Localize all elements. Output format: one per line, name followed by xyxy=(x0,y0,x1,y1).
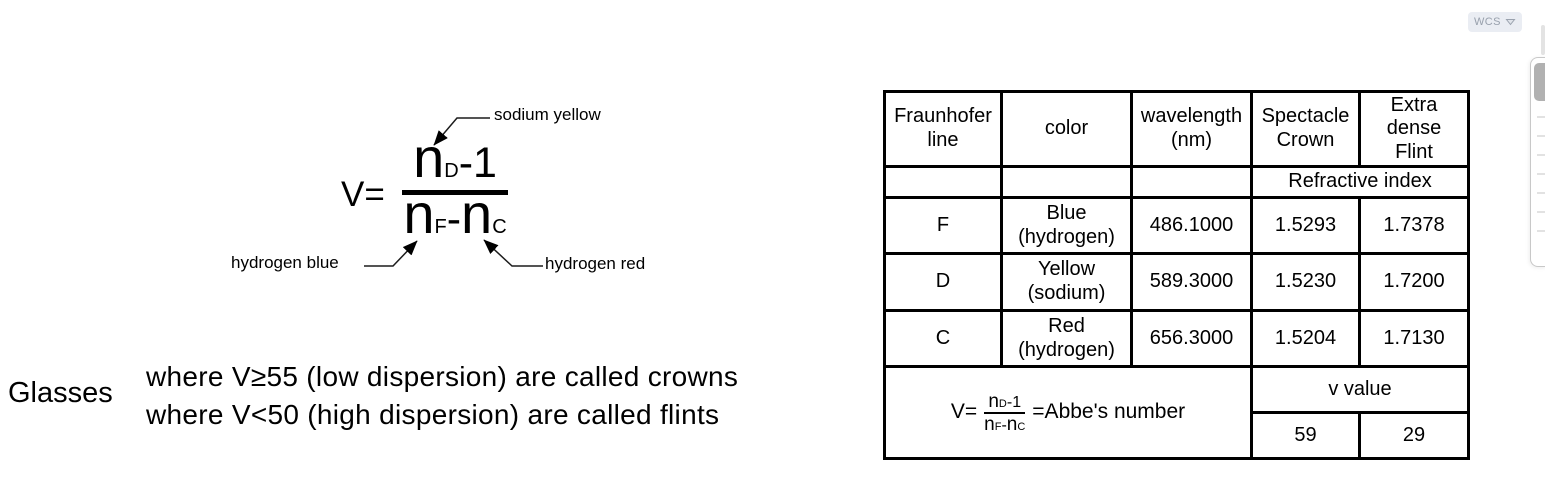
side-toolbar[interactable] xyxy=(1530,57,1545,267)
minus-sign: - xyxy=(446,195,462,243)
subscript-d: D xyxy=(998,397,1007,410)
toolbar-button-fragment xyxy=(1537,173,1545,175)
abbe-v-equals: V= xyxy=(950,400,978,424)
chevron-down-icon xyxy=(1505,19,1516,26)
col-header-spectacle-crown: Spectacle Crown xyxy=(1250,90,1361,168)
empty-cell xyxy=(883,165,1003,199)
refractive-index-row: Refractive index xyxy=(883,165,1470,199)
minus-sign: - xyxy=(1001,416,1007,434)
cell-line: F xyxy=(883,196,1003,255)
refractive-index-header: Refractive index xyxy=(1250,165,1470,199)
n-symbol: n xyxy=(403,182,435,245)
formula-fraction: n D -1 n F - n C xyxy=(402,130,508,242)
col-header-color: color xyxy=(1000,90,1133,168)
cell-crown-index: 1.5293 xyxy=(1250,196,1361,255)
table-row-f: F Blue (hydrogen) 486.1000 1.5293 1.7378 xyxy=(883,196,1470,255)
abbe-numerator: n D -1 xyxy=(988,392,1021,411)
n-symbol: n xyxy=(984,413,995,435)
empty-cell xyxy=(1000,165,1133,199)
dispersion-rule-flints: where V<50 (high dispersion) are called … xyxy=(146,399,720,430)
cell-crown-index: 1.5230 xyxy=(1250,252,1361,312)
cell-crown-index: 1.5204 xyxy=(1250,309,1361,368)
n-symbol: n xyxy=(988,390,999,412)
cell-line: D xyxy=(883,252,1003,312)
wcs-label: WCS xyxy=(1474,16,1501,28)
cell-line: C xyxy=(883,309,1003,368)
v-value-row: 59 29 xyxy=(885,411,1470,461)
toolbar-button-fragment xyxy=(1537,211,1545,213)
toolbar-button-fragment xyxy=(1537,116,1545,118)
n-symbol: n xyxy=(461,182,493,245)
formula-v-equals: V= xyxy=(341,175,385,214)
fraction-denominator: n F - n C xyxy=(402,186,508,242)
leader-arrows-icon xyxy=(364,117,543,267)
abbe-denominator: n F - n C xyxy=(984,415,1025,434)
cell-color: Blue (hydrogen) xyxy=(1000,196,1133,255)
v-value-flint: 29 xyxy=(1358,411,1470,461)
fraction-numerator: n D -1 xyxy=(402,130,508,186)
subscript-c: C xyxy=(492,216,507,238)
abbe-number-label: =Abbe's number xyxy=(1032,400,1186,424)
n-symbol: n xyxy=(1006,413,1018,435)
col-header-fraunhofer-line: Fraunhofer line xyxy=(883,90,1003,168)
v-value-header: v value xyxy=(1250,364,1470,415)
empty-cell xyxy=(1130,165,1253,199)
toolbar-button-fragment xyxy=(1537,154,1545,156)
fraction-bar xyxy=(984,411,1026,414)
table-row-d: D Yellow (sodium) 589.3000 1.5230 1.7200 xyxy=(883,252,1470,312)
abbe-formula-row: V= n D -1 n F - n C xyxy=(883,364,1470,461)
toolbar-button-fragment xyxy=(1537,192,1545,194)
toolbar-drag-handle[interactable] xyxy=(1534,63,1545,101)
table-header-row: Fraunhofer line color wavelength (nm) Sp… xyxy=(883,90,1470,168)
cell-wavelength: 656.3000 xyxy=(1130,309,1253,368)
cell-wavelength: 486.1000 xyxy=(1130,196,1253,255)
scrollbar-fragment[interactable] xyxy=(1541,25,1545,55)
glasses-label: Glasses xyxy=(8,377,113,409)
v-value-crown: 59 xyxy=(1250,411,1361,461)
subscript-c: C xyxy=(1017,420,1026,433)
wcs-dropdown[interactable]: WCS xyxy=(1468,12,1522,32)
minus-one: -1 xyxy=(458,139,497,187)
subscript-f: F xyxy=(994,420,1002,433)
cell-color: Yellow (sodium) xyxy=(1000,252,1133,312)
annotation-sodium-yellow: sodium yellow xyxy=(494,105,601,124)
toolbar-button-fragment xyxy=(1537,135,1545,137)
col-header-wavelength: wavelength (nm) xyxy=(1130,90,1253,168)
cell-flint-index: 1.7378 xyxy=(1358,196,1470,255)
col-header-extra-dense-flint: Extra dense Flint xyxy=(1358,90,1470,168)
cell-flint-index: 1.7200 xyxy=(1358,252,1470,312)
toolbar-button-fragment xyxy=(1537,230,1545,232)
dispersion-rule-crowns: where V≥55 (low dispersion) are called c… xyxy=(146,361,739,392)
annotation-hydrogen-red: hydrogen red xyxy=(545,254,646,273)
optical-glass-table: Fraunhofer line color wavelength (nm) Sp… xyxy=(883,90,1470,461)
fraction-bar xyxy=(402,190,508,195)
annotation-hydrogen-blue: hydrogen blue xyxy=(231,253,339,272)
n-symbol: n xyxy=(413,126,445,189)
abbe-formula-figure: sodium yellow hydrogen blue hydrogen red… xyxy=(220,95,690,295)
subscript-f: F xyxy=(434,216,447,238)
cell-flint-index: 1.7130 xyxy=(1358,309,1470,368)
abbe-fraction: n D -1 n F - n C xyxy=(984,392,1026,434)
abbe-number-formula-cell: V= n D -1 n F - n C xyxy=(883,364,1253,461)
subscript-d: D xyxy=(444,160,459,182)
cell-color: Red (hydrogen) xyxy=(1000,309,1133,368)
minus-one: -1 xyxy=(1006,393,1022,411)
table-row-c: C Red (hydrogen) 656.3000 1.5204 1.7130 xyxy=(883,309,1470,368)
cell-wavelength: 589.3000 xyxy=(1130,252,1253,312)
